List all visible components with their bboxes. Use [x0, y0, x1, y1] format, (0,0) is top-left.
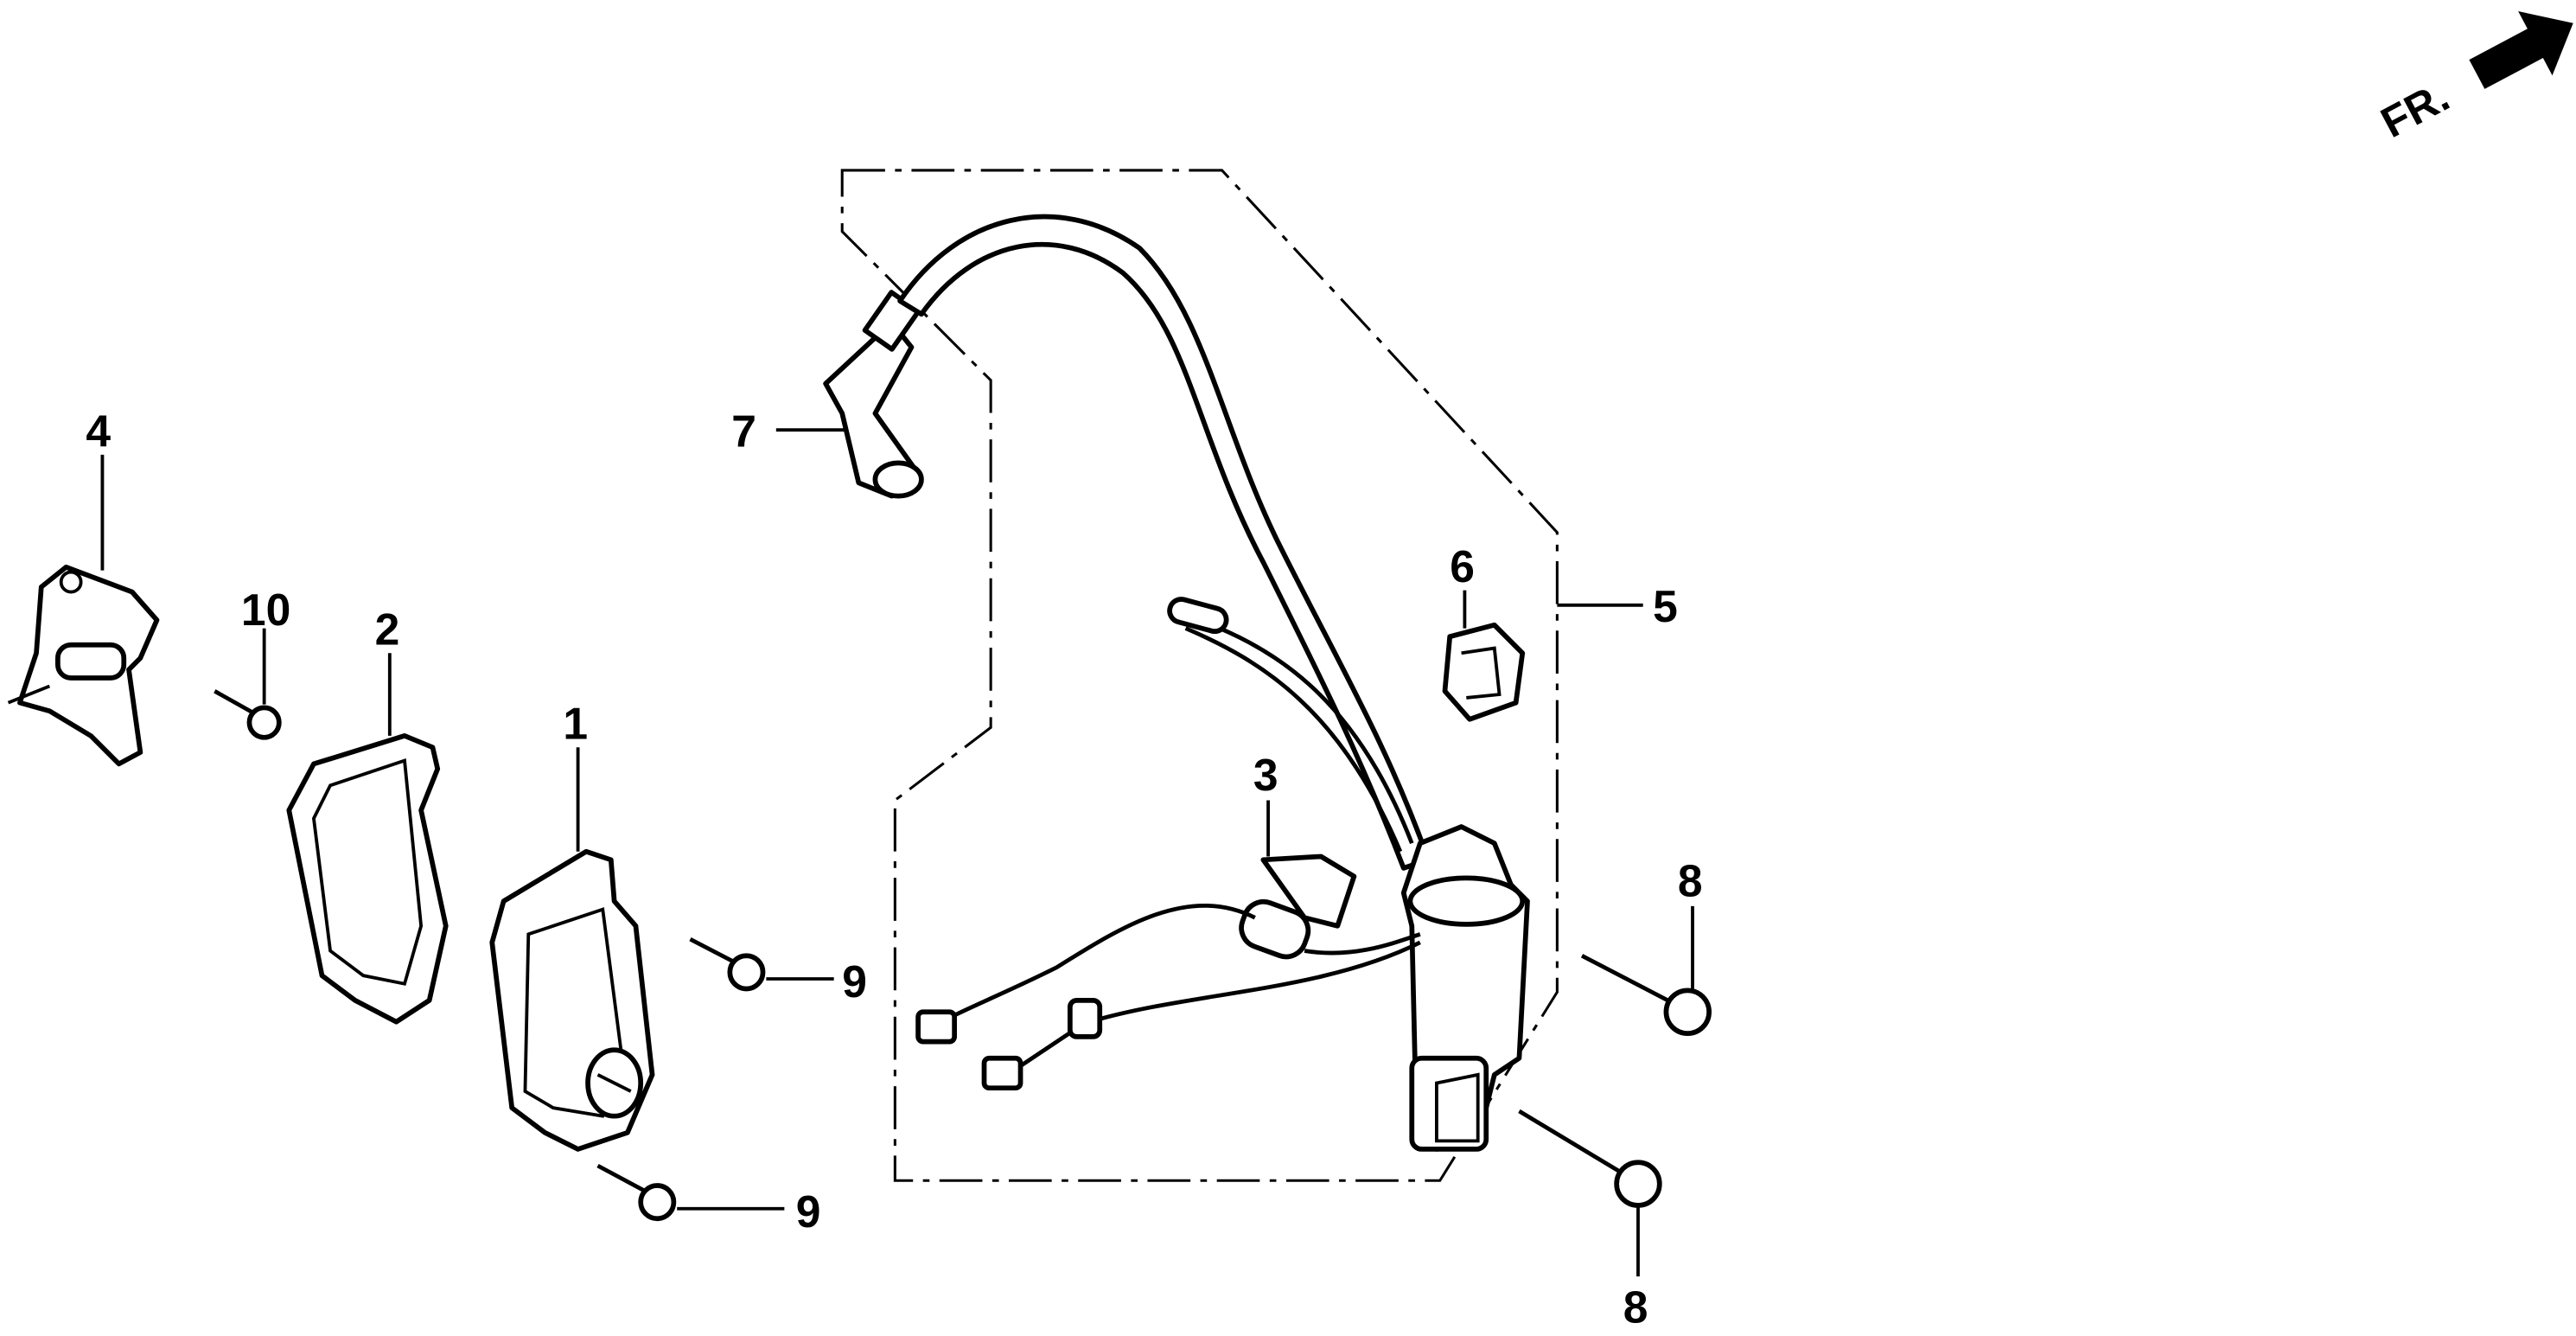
bolt-part-8b	[1518, 1109, 1662, 1208]
grommet-part	[1442, 622, 1526, 722]
callout-7: 7	[731, 406, 756, 456]
front-direction-arrow-icon: FR.	[2373, 10, 2573, 147]
callout-1: 1	[563, 699, 588, 749]
assembly-boundary	[840, 169, 1559, 1182]
callout-10: 10	[241, 585, 290, 635]
direction-label: FR.	[2373, 72, 2457, 147]
callout-8a: 8	[1678, 855, 1703, 905]
callout-6: 6	[1450, 541, 1475, 591]
callout-3: 3	[1253, 750, 1278, 800]
callout-9b: 9	[796, 1186, 821, 1237]
callout-9a: 9	[842, 956, 867, 1007]
callout-8b: 8	[1623, 1282, 1648, 1333]
condenser-part	[915, 853, 1421, 1091]
cover-part	[489, 848, 655, 1152]
bolt-part-8a	[1580, 954, 1712, 1036]
bracket-part	[7, 564, 160, 767]
bolt-part-10	[214, 689, 282, 740]
screw-part-9b	[596, 1163, 677, 1222]
gasket-part	[286, 733, 449, 1025]
ignition-coil-part	[1167, 597, 1530, 1152]
spark-plug-cap-part	[823, 290, 924, 499]
high-tension-lead	[897, 214, 1431, 871]
callout-4: 4	[86, 406, 111, 456]
callout-5: 5	[1653, 581, 1678, 631]
screw-part-9a	[689, 936, 766, 992]
callout-2: 2	[375, 604, 400, 655]
